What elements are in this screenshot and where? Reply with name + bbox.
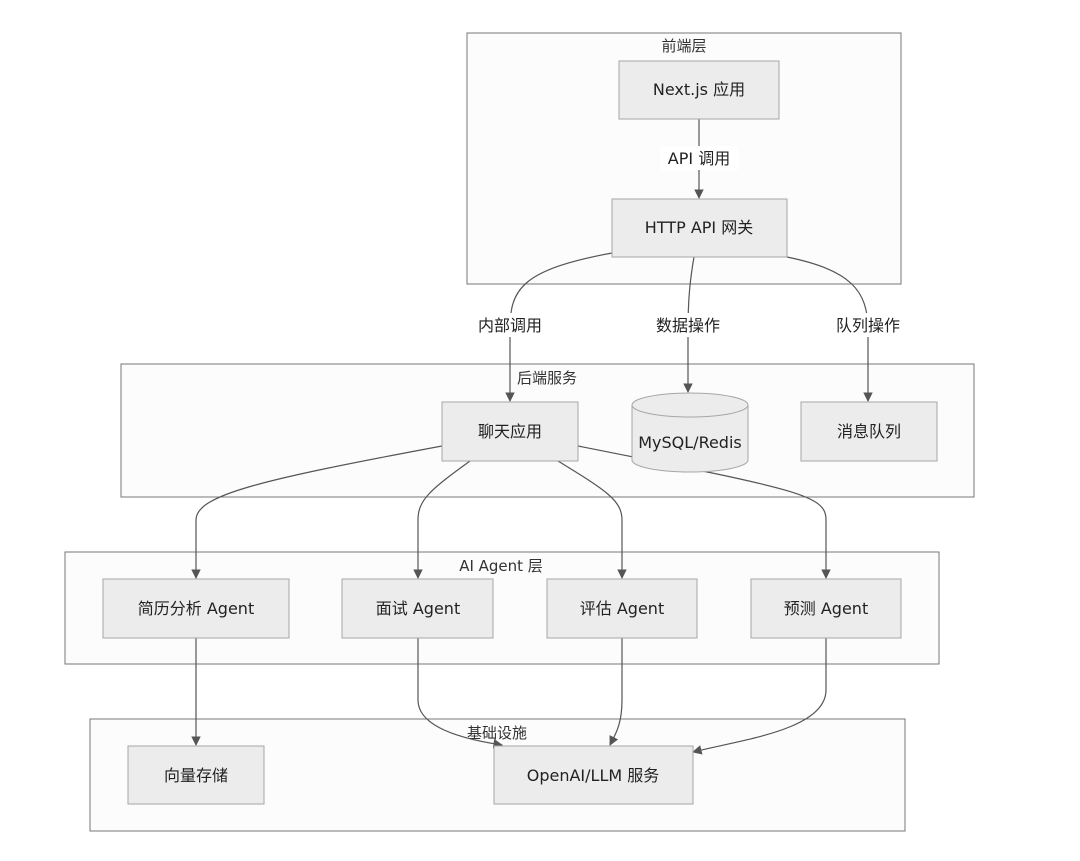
node-db[interactable]: MySQL/Redis xyxy=(631,392,749,473)
edge-interview-llm xyxy=(417,638,503,749)
cluster-backend-title: 后端服务 xyxy=(517,369,577,387)
node-db-label: MySQL/Redis xyxy=(638,433,742,452)
node-llm-label: OpenAI/LLM 服务 xyxy=(527,766,660,785)
node-nextjs[interactable]: Next.js 应用 xyxy=(618,60,780,120)
node-predict-agent[interactable]: 预测 Agent xyxy=(750,578,902,639)
node-vector[interactable]: 向量存储 xyxy=(127,745,265,805)
node-interview-agent-label: 面试 Agent xyxy=(376,599,460,618)
node-chat[interactable]: 聊天应用 xyxy=(441,401,579,462)
edge-eval-llm xyxy=(609,638,623,746)
edge-gateway-chat: 内部调用 xyxy=(470,252,613,402)
node-vector-label: 向量存储 xyxy=(164,766,228,785)
node-resume-agent[interactable]: 简历分析 Agent xyxy=(102,578,290,639)
node-mq-label: 消息队列 xyxy=(837,422,901,441)
edge-gateway-db: 数据操作 xyxy=(648,256,728,393)
cluster-agents-title: AI Agent 层 xyxy=(459,557,543,575)
edge-gateway-mq: 队列操作 xyxy=(786,256,908,402)
node-eval-agent-label: 评估 Agent xyxy=(580,599,664,618)
node-interview-agent[interactable]: 面试 Agent xyxy=(341,578,494,639)
edge-label-internal-call: 内部调用 xyxy=(478,316,542,335)
edge-chat-eval-agent xyxy=(557,460,627,579)
node-gateway-label: HTTP API 网关 xyxy=(645,218,753,237)
edge-label-data-op: 数据操作 xyxy=(656,316,720,335)
edge-label-api-call: API 调用 xyxy=(668,149,730,168)
edge-predict-llm xyxy=(692,638,827,755)
node-nextjs-label: Next.js 应用 xyxy=(653,80,745,99)
node-mq[interactable]: 消息队列 xyxy=(800,401,938,462)
node-predict-agent-label: 预测 Agent xyxy=(784,599,868,618)
edge-nextjs-gateway: API 调用 xyxy=(660,119,738,199)
edge-label-queue-op: 队列操作 xyxy=(836,316,900,335)
edge-chat-resume-agent xyxy=(191,445,443,579)
edge-chat-interview-agent xyxy=(413,460,471,579)
node-gateway[interactable]: HTTP API 网关 xyxy=(611,198,788,258)
node-eval-agent[interactable]: 评估 Agent xyxy=(546,578,698,639)
node-chat-label: 聊天应用 xyxy=(478,422,542,441)
cluster-frontend-title: 前端层 xyxy=(661,37,706,55)
node-resume-agent-label: 简历分析 Agent xyxy=(138,599,254,618)
node-llm[interactable]: OpenAI/LLM 服务 xyxy=(493,745,694,805)
cluster-infra-title: 基础设施 xyxy=(467,724,527,742)
